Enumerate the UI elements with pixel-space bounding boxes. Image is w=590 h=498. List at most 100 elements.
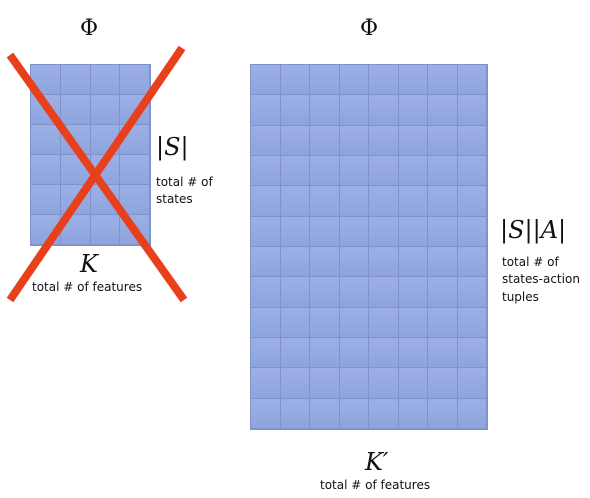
- left-matrix-cell: [120, 155, 150, 185]
- right-matrix-cell: [398, 156, 428, 187]
- right-matrix-cell: [339, 307, 369, 338]
- right-matrix-cell: [310, 368, 340, 399]
- right-matrix-cell: [310, 307, 340, 338]
- right-matrix-cell: [369, 95, 399, 126]
- right-matrix-cell: [398, 65, 428, 96]
- left-row-caption-line2: states: [156, 192, 193, 206]
- right-col-caption: total # of features: [320, 478, 431, 492]
- right-matrix-cell: [339, 247, 369, 278]
- right-matrix-cell: [280, 247, 310, 278]
- right-matrix-cell: [339, 95, 369, 126]
- right-matrix-cell: [280, 95, 310, 126]
- left-matrix-cell: [120, 95, 150, 125]
- left-matrix-cell: [31, 185, 61, 215]
- left-matrix-cell: [31, 155, 61, 185]
- right-matrix-cell: [369, 125, 399, 156]
- right-matrix-cell: [339, 186, 369, 217]
- left-matrix-cell: [60, 215, 91, 245]
- right-matrix-cell: [398, 95, 428, 126]
- right-matrix-cell: [398, 338, 428, 369]
- left-feature-matrix: [30, 64, 151, 246]
- right-matrix-cell: [369, 277, 399, 308]
- left-matrix-cell: [60, 65, 91, 95]
- left-matrix-cell: [90, 95, 121, 125]
- right-matrix-cell: [310, 216, 340, 247]
- left-row-label: |S|: [156, 133, 189, 161]
- right-matrix-cell: [251, 398, 281, 429]
- left-matrix-cell: [31, 125, 61, 155]
- right-matrix-cell: [369, 368, 399, 399]
- right-matrix-cell: [398, 307, 428, 338]
- right-matrix-cell: [398, 398, 428, 429]
- right-matrix-cell: [280, 65, 310, 96]
- right-matrix-cell: [428, 125, 458, 156]
- right-matrix-cell: [428, 95, 458, 126]
- right-matrix-cell: [398, 277, 428, 308]
- right-matrix-cell: [369, 247, 399, 278]
- left-matrix-cell: [90, 65, 121, 95]
- right-matrix-cell: [457, 156, 487, 187]
- right-matrix-cell: [369, 156, 399, 187]
- right-matrix-cell: [398, 247, 428, 278]
- right-matrix-cell: [457, 125, 487, 156]
- left-matrix-cell: [120, 215, 150, 245]
- right-matrix-cell: [428, 156, 458, 187]
- right-matrix-cell: [457, 368, 487, 399]
- right-matrix-cell: [339, 156, 369, 187]
- left-matrix-cell: [60, 185, 91, 215]
- right-matrix-cell: [251, 307, 281, 338]
- right-row-caption-line1: total # of: [502, 255, 559, 269]
- right-matrix-cell: [280, 186, 310, 217]
- left-matrix-cell: [90, 185, 121, 215]
- left-matrix-cell: [90, 215, 121, 245]
- right-matrix-cell: [251, 186, 281, 217]
- right-matrix-cell: [457, 307, 487, 338]
- right-matrix-cell: [339, 216, 369, 247]
- right-matrix-cell: [310, 186, 340, 217]
- left-matrix-cell: [31, 215, 61, 245]
- right-matrix-cell: [428, 186, 458, 217]
- right-matrix-cell: [457, 247, 487, 278]
- right-col-label: K′: [365, 448, 389, 476]
- right-matrix-cell: [280, 338, 310, 369]
- right-matrix-cell: [428, 307, 458, 338]
- right-matrix-cell: [369, 338, 399, 369]
- right-matrix-cell: [457, 277, 487, 308]
- right-matrix-cell: [251, 156, 281, 187]
- right-matrix-cell: [280, 216, 310, 247]
- right-matrix-cell: [369, 398, 399, 429]
- right-matrix-cell: [457, 398, 487, 429]
- right-matrix-cell: [339, 338, 369, 369]
- right-matrix-cell: [398, 216, 428, 247]
- right-matrix-cell: [251, 65, 281, 96]
- right-row-caption-line3: tuples: [502, 290, 539, 304]
- right-matrix-cell: [398, 368, 428, 399]
- right-row-caption-line2: states-action: [502, 272, 580, 286]
- right-matrix-cell: [428, 247, 458, 278]
- left-matrix-cell: [120, 65, 150, 95]
- right-matrix-cell: [280, 277, 310, 308]
- right-matrix-cell: [280, 368, 310, 399]
- right-matrix-cell: [457, 95, 487, 126]
- left-matrix-cell: [60, 155, 91, 185]
- right-matrix-cell: [310, 65, 340, 96]
- right-matrix-cell: [251, 125, 281, 156]
- right-matrix-cell: [428, 277, 458, 308]
- right-matrix-cell: [251, 95, 281, 126]
- right-matrix-cell: [251, 277, 281, 308]
- right-matrix-cell: [251, 247, 281, 278]
- left-col-caption: total # of features: [32, 280, 143, 294]
- left-row-caption-line1: total # of: [156, 175, 213, 189]
- left-col-label: K: [80, 250, 98, 278]
- left-matrix-cell: [60, 125, 91, 155]
- right-matrix-cell: [339, 398, 369, 429]
- right-matrix-cell: [280, 307, 310, 338]
- right-matrix-cell: [251, 368, 281, 399]
- right-matrix-cell: [398, 186, 428, 217]
- right-matrix-cell: [280, 398, 310, 429]
- right-matrix-cell: [457, 338, 487, 369]
- right-matrix-cell: [428, 65, 458, 96]
- right-matrix-cell: [280, 156, 310, 187]
- right-matrix-cell: [369, 216, 399, 247]
- right-matrix-cell: [339, 277, 369, 308]
